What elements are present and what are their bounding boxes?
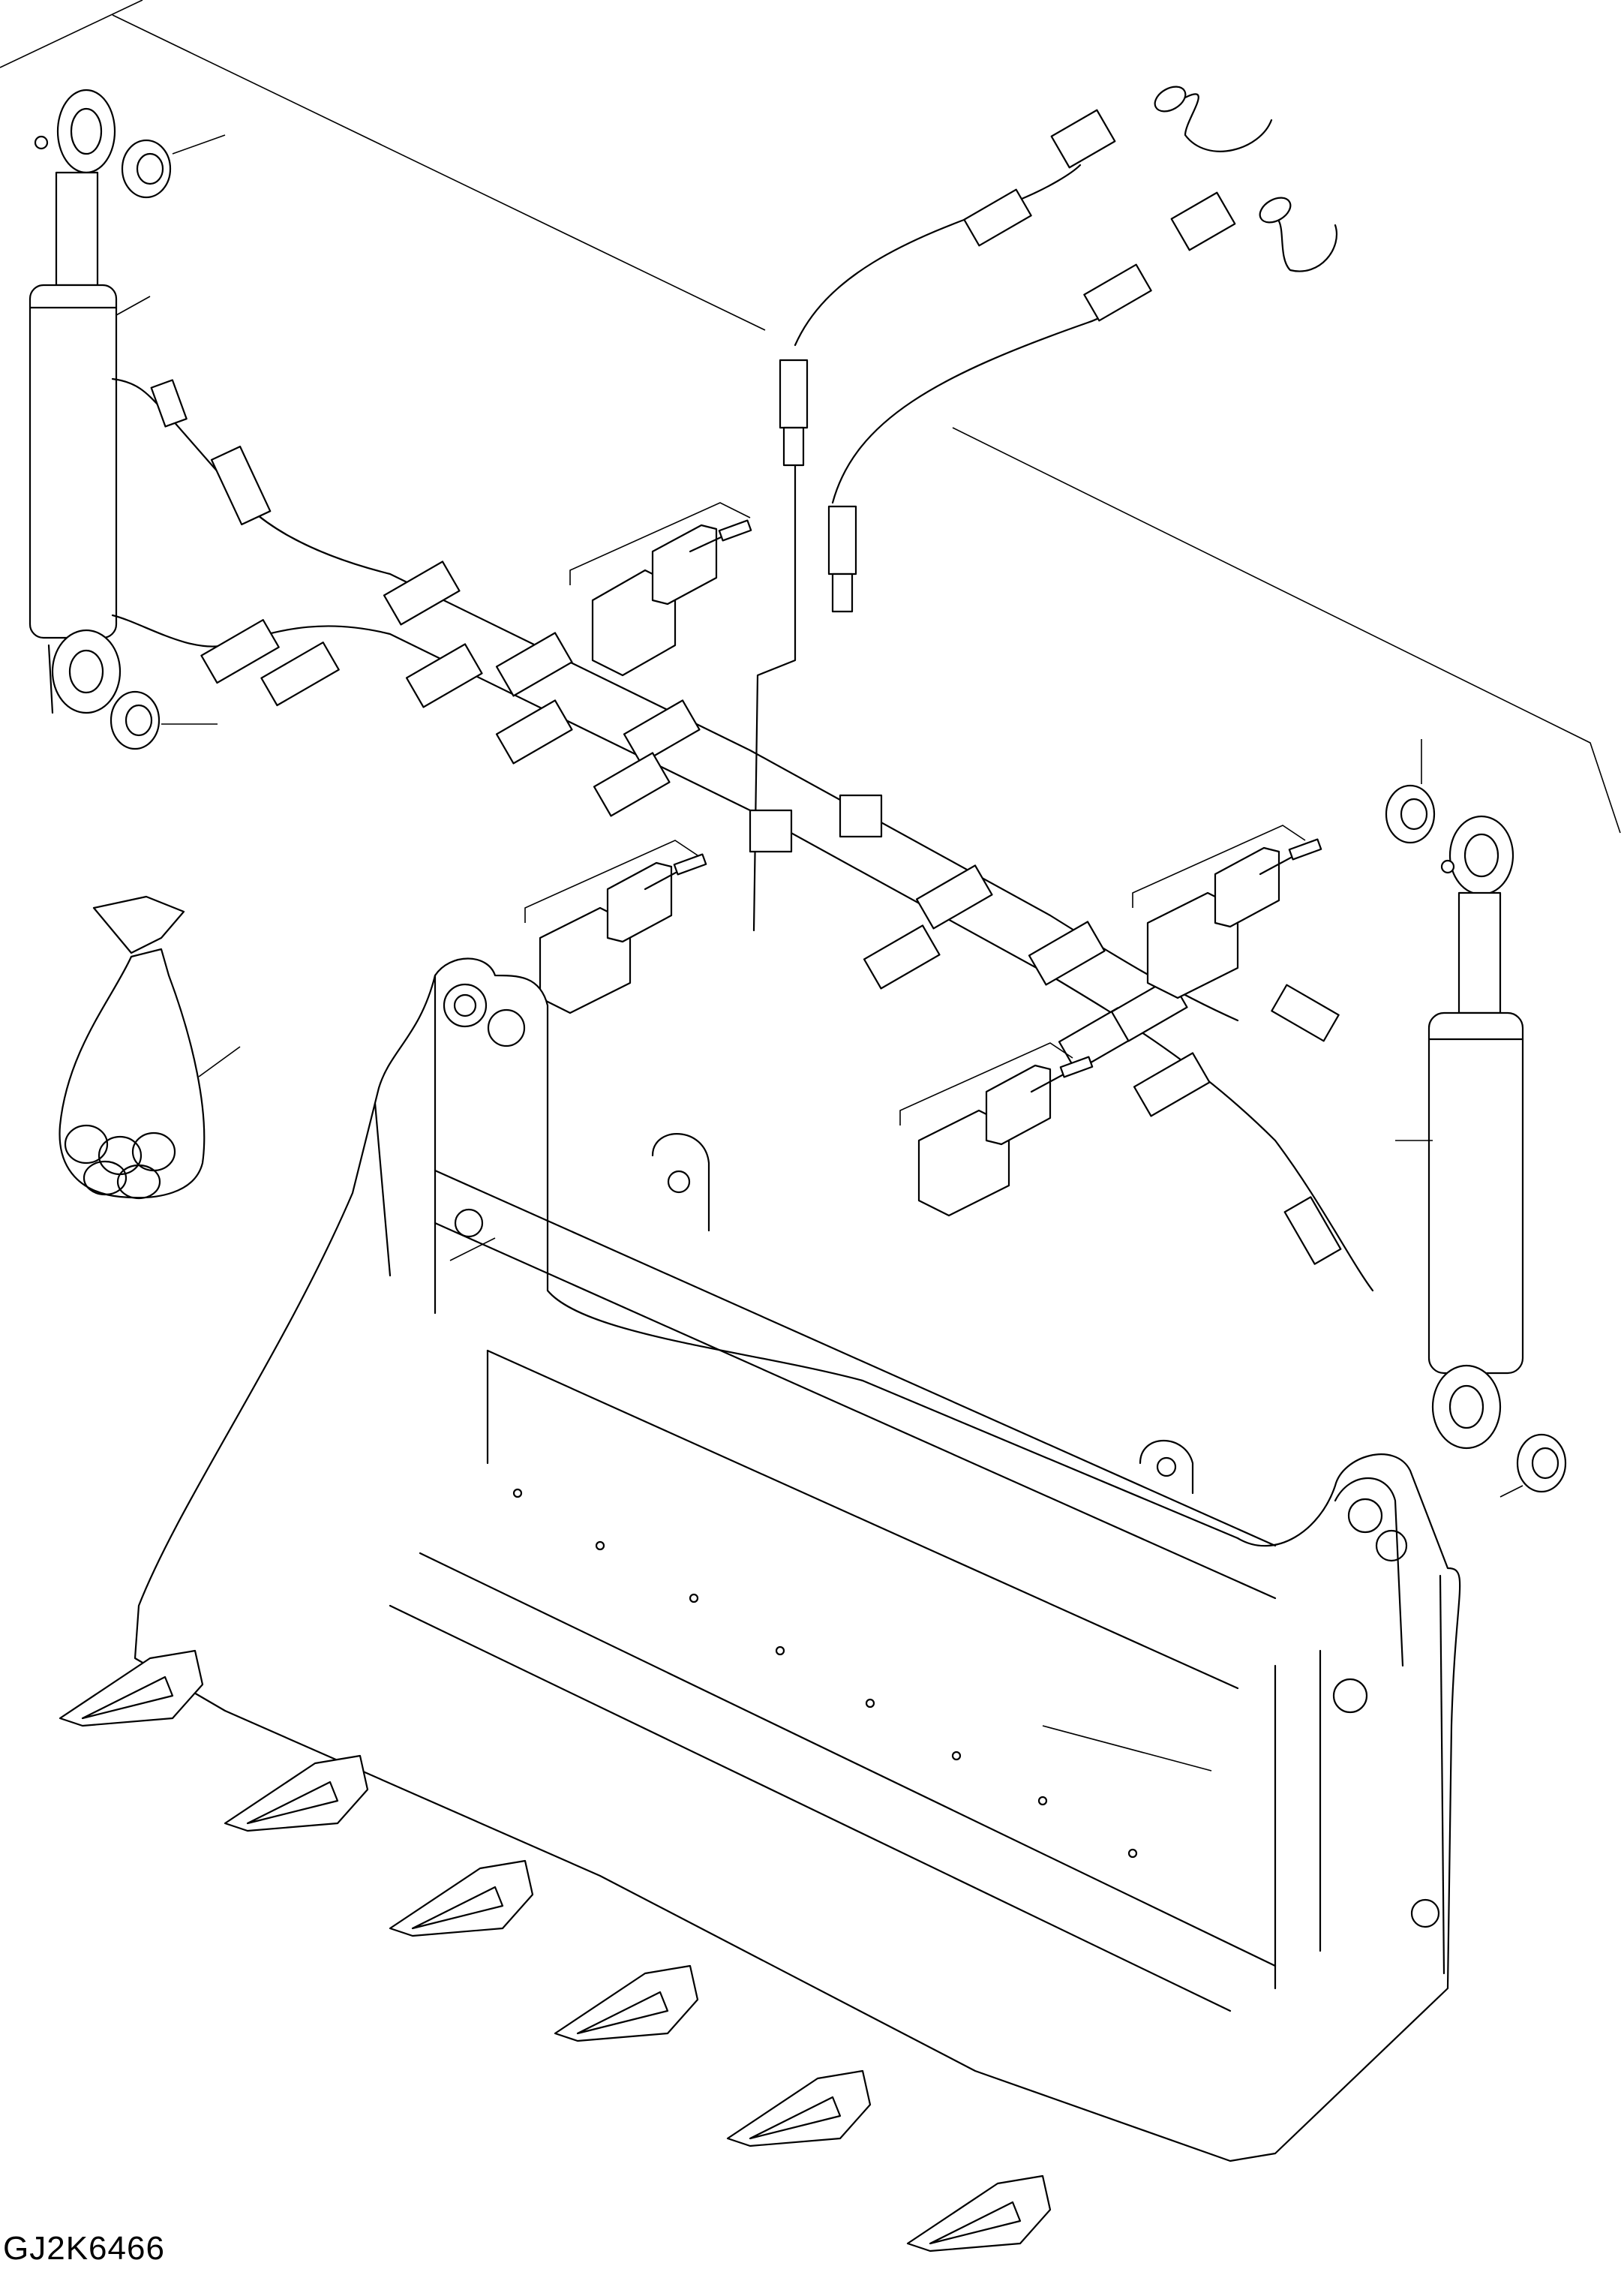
tooth-1 [59,1649,204,1727]
bushing-bottom-right [1499,1433,1567,1498]
quick-coupler-fittings [150,86,1342,1265]
bushing-bottom-left [110,690,218,750]
hose-clamp-4 [899,1042,1094,1217]
hydraulic-hose-assembly [111,164,1374,1292]
hose-clamp-1 [569,502,752,677]
bucket-teeth [59,1649,1052,2252]
drawing-id: GJ2K6466 [3,2230,165,2267]
bushing-top-left [121,134,226,199]
hose-clamp-2 [524,840,707,1014]
hose-clamp-3 [1132,825,1322,999]
bushings [110,134,1567,1498]
tooth-6 [906,2174,1052,2252]
parts-bag [59,895,241,1200]
bucket-cylinder-left [29,89,151,714]
hose-clamps [524,502,1322,1217]
tooth-3 [389,1859,534,1937]
cutting-edge-bolts [512,1488,1138,1859]
bucket [134,957,1461,2162]
tooth-5 [726,2069,872,2147]
frame-leader-lines [0,0,1621,834]
bushing-top-right [1385,739,1436,844]
bucket-cylinder-right [1395,815,1524,1450]
tooth-4 [554,1964,699,2042]
tooth-2 [224,1754,369,1832]
